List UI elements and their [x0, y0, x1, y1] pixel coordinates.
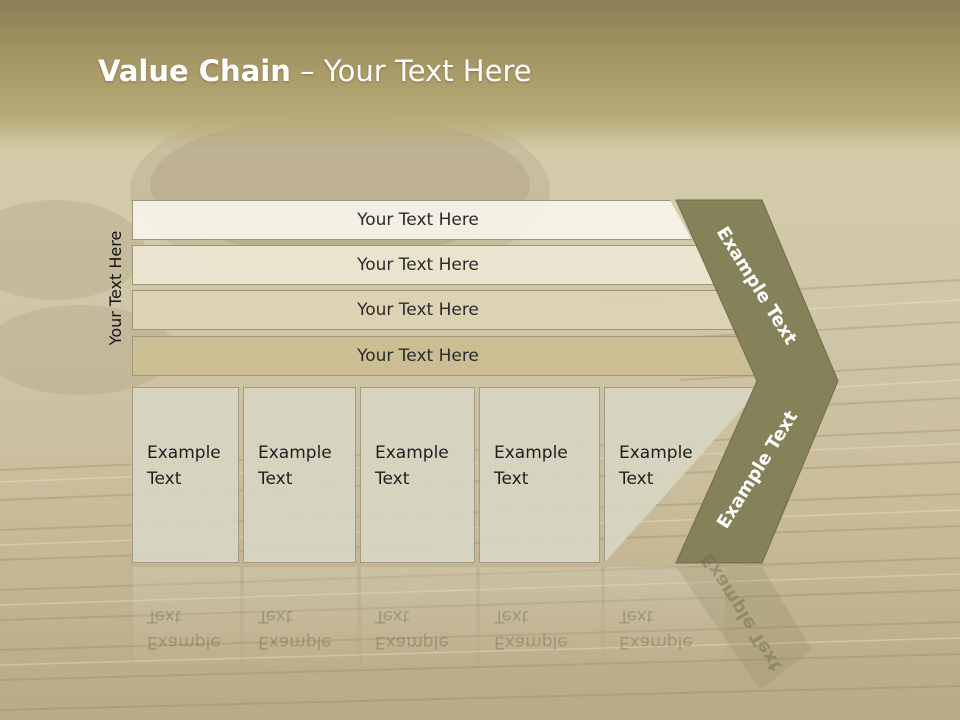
value-chain-row-3: Your Text Here [132, 290, 740, 330]
row-label: Your Text Here [357, 210, 479, 230]
row-label: Your Text Here [357, 346, 479, 366]
slide-title: Value Chain – Your Text Here [98, 54, 532, 88]
title-rest: – Your Text Here [290, 54, 532, 88]
chevron-arrow [675, 199, 839, 564]
chevron-reflection [676, 567, 812, 690]
title-band [0, 0, 960, 150]
title-bold: Value Chain [98, 54, 291, 88]
value-chain-row-2: Your Text Here [132, 245, 717, 285]
value-chain-row-1: Your Text Here [132, 200, 692, 240]
row-label: Your Text Here [357, 300, 479, 320]
value-chain-row-4: Your Text Here [132, 336, 764, 376]
row-label: Your Text Here [357, 255, 479, 275]
